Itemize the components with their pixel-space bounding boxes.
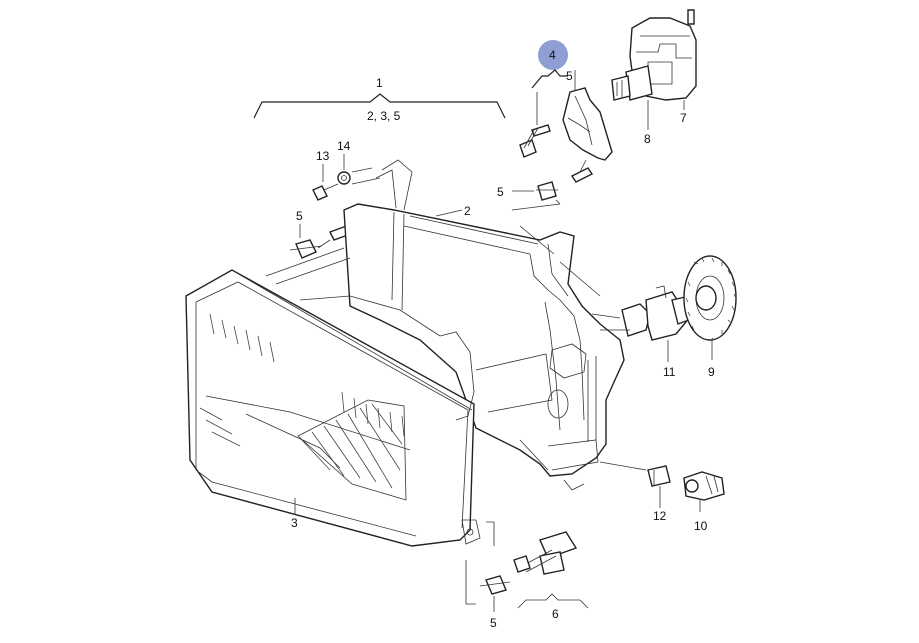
callout-8: 8 [644,132,651,146]
screw-13 [312,183,339,201]
callout-13: 13 [316,149,330,163]
callout-14: 14 [337,139,351,153]
callout-12: 12 [653,509,667,523]
headlight-lens [185,269,481,547]
washer-14 [337,171,351,185]
clip-left [289,223,357,259]
cap-cover [683,255,737,341]
bottom-adjuster [513,531,578,575]
callout-11: 11 [663,365,676,379]
callout-1: 1 [376,76,383,90]
callout-5-b: 5 [497,185,504,199]
headlight-frame [343,159,625,491]
callout-4: 4 [549,48,556,62]
callout-5-d: 5 [490,616,497,630]
callout-3: 3 [291,516,298,530]
callout-4-highlight[interactable]: 4 [538,40,568,70]
callout-9: 9 [708,365,715,379]
callout-2: 2 [464,204,471,218]
group-bracket-6 [517,593,589,609]
adjuster-bracket [562,87,613,183]
side-bulb [647,465,671,487]
highlight-circle [538,40,568,70]
bulb-socket [683,471,725,501]
callout-7: 7 [680,111,687,125]
clip-nut [536,181,558,201]
adjustment-motor [611,9,697,101]
adjuster-bolt [519,124,551,158]
callout-10: 10 [694,519,708,533]
group-bracket-1: 1 2, 3, 5 [253,76,506,123]
clip-bottom [479,575,511,595]
callout-6: 6 [552,607,559,621]
callout-1-sub: 2, 3, 5 [367,109,401,123]
group-bracket-4 [531,69,568,89]
bulb-h4 [621,285,695,341]
callout-5-bracket: 5 [566,69,573,83]
callout-5-c: 5 [296,209,303,223]
